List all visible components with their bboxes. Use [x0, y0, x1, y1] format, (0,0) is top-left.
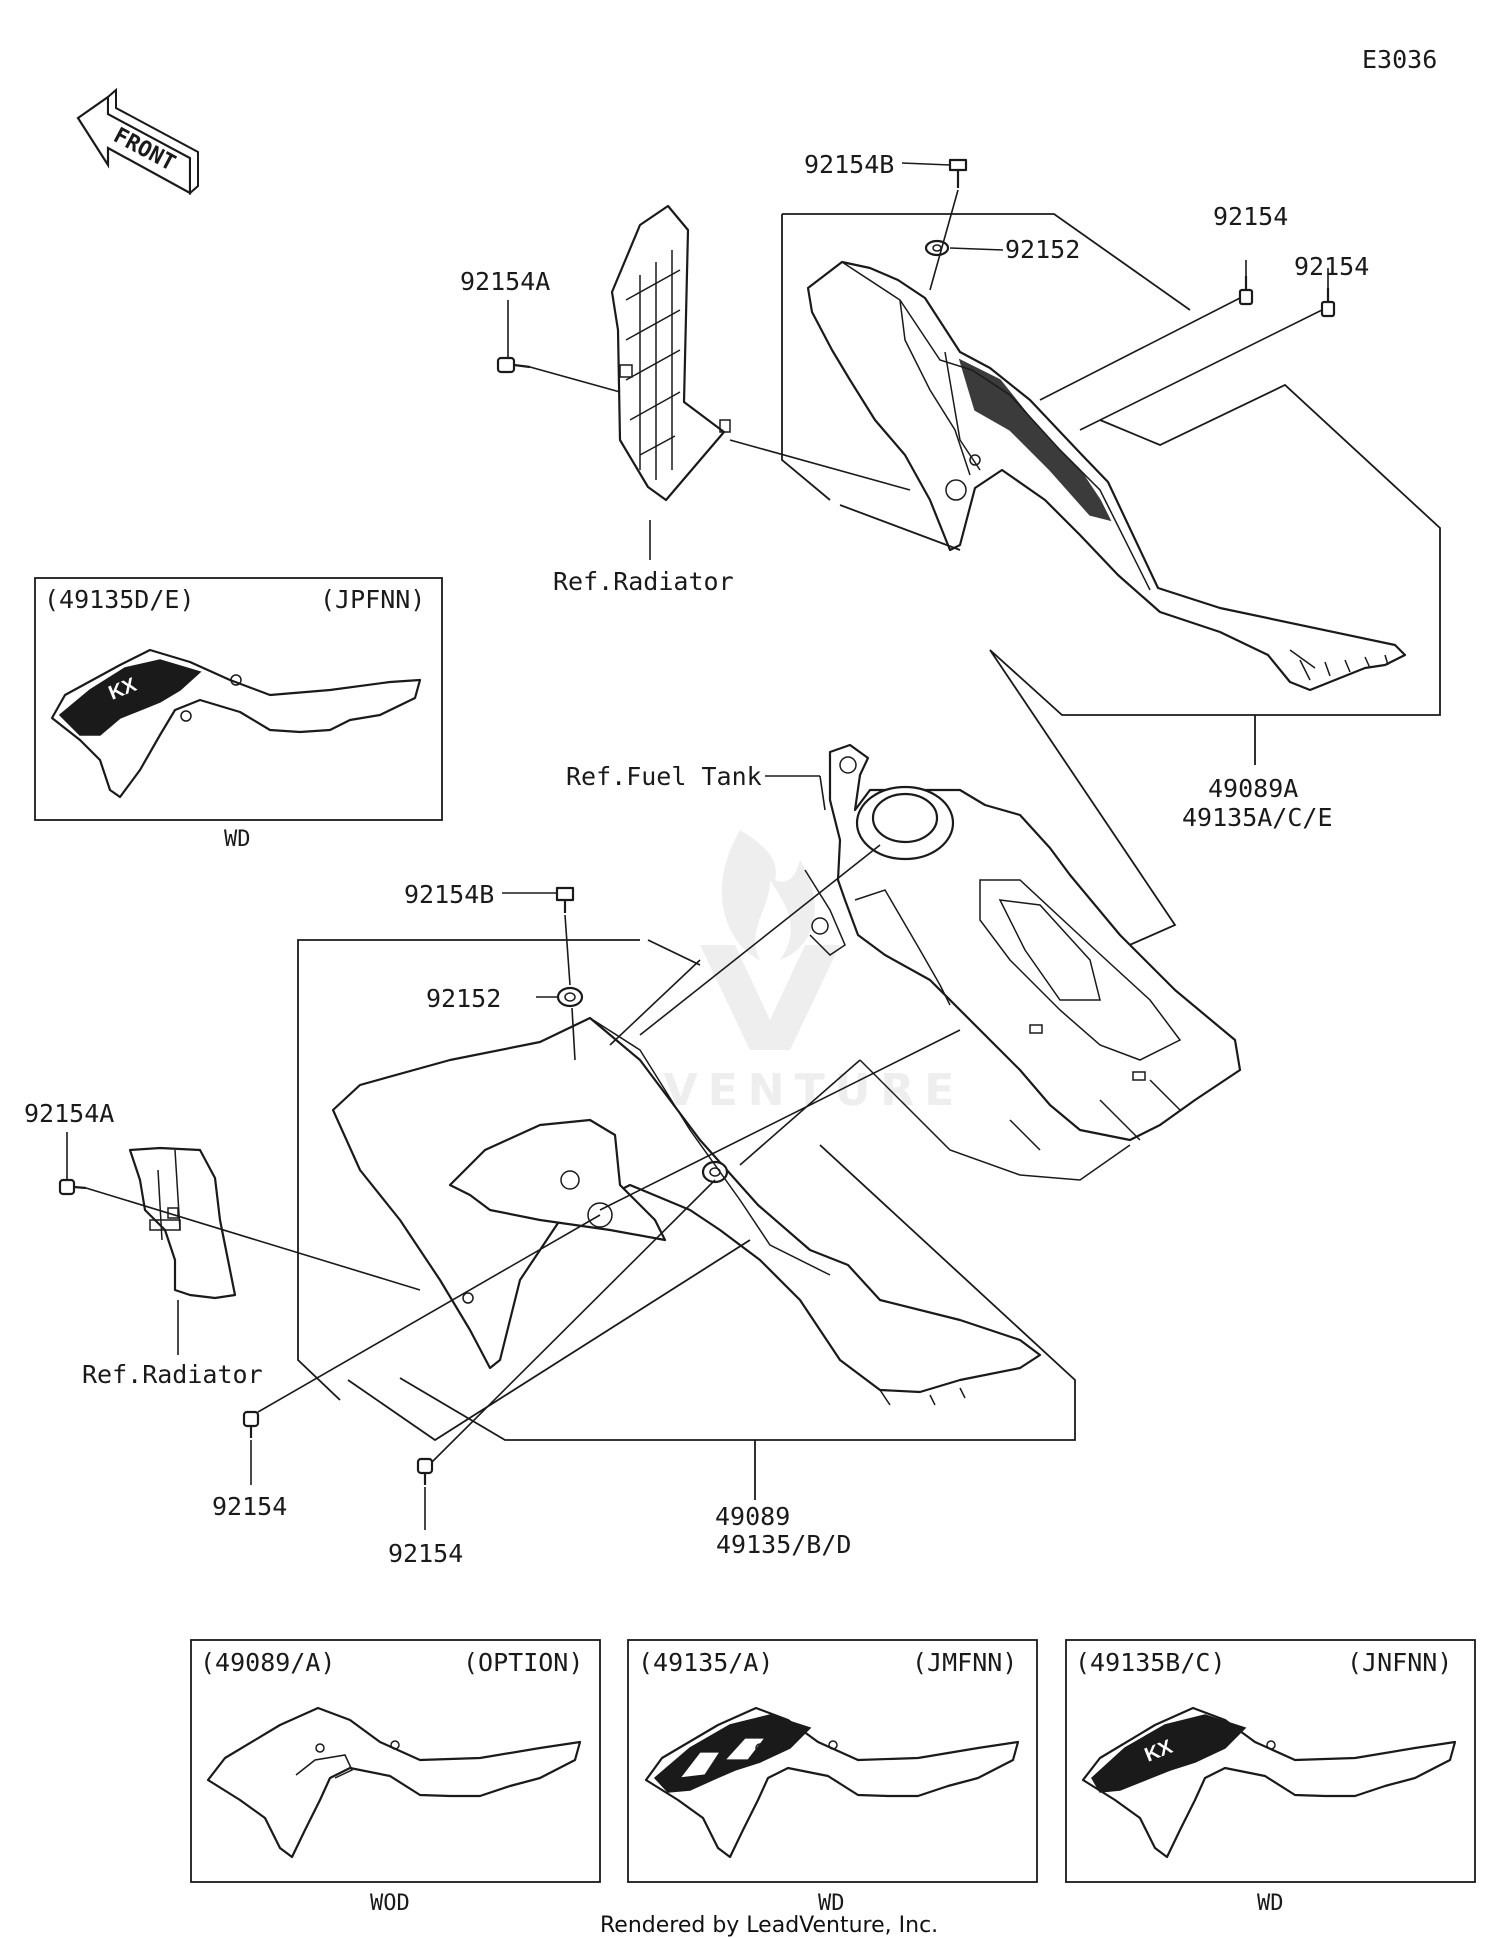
radiator-shroud-upper — [806, 260, 1407, 692]
radiator-grille-upper — [610, 204, 731, 502]
variant-box-49135bc: (49135B/C) (JNFNN) KX WD — [1065, 1639, 1476, 1916]
shroud-thumbnail-decal: KX — [1081, 1706, 1457, 1859]
variant-code: (49135D/E) — [44, 585, 195, 614]
callout-92154-low-2: 92154 — [388, 1539, 463, 1568]
front-arrow-icon: FRONT — [76, 87, 199, 196]
callout-49089: 49089 — [715, 1502, 790, 1531]
washer-92152-lower — [556, 986, 584, 1008]
washer-92152-upper — [924, 239, 950, 257]
variant-code: (49135B/C) — [1075, 1648, 1226, 1677]
callout-49089a: 49089A — [1208, 774, 1298, 803]
variant-option: (OPTION) — [463, 1648, 583, 1677]
variant-caption: WD — [818, 1891, 845, 1916]
bolt-92154a-upper — [496, 356, 531, 374]
shroud-thumbnail-decal: KX — [50, 648, 422, 799]
variant-caption: WD — [224, 827, 251, 852]
variant-box-49089a: (49089/A) (OPTION) WOD — [190, 1639, 601, 1916]
callout-ref-fuel-tank: Ref.Fuel Tank — [566, 762, 762, 791]
bolt-92154a-left — [58, 1178, 87, 1196]
bolt-92154-low-2 — [416, 1457, 434, 1485]
shroud-thumbnail-decal — [644, 1706, 1020, 1859]
bolt-92154b-lower — [555, 886, 575, 913]
callout-ref-radiator-left: Ref.Radiator — [82, 1360, 263, 1389]
variant-code: (49089/A) — [200, 1648, 335, 1677]
bolt-92154-right-2 — [1320, 288, 1336, 318]
bolt-92154-low-1 — [242, 1410, 260, 1438]
callout-92154a-top: 92154A — [460, 267, 550, 296]
callout-92154a-left: 92154A — [24, 1099, 114, 1128]
variant-box-49135a: (49135/A) (JMFNN) WD — [627, 1639, 1038, 1916]
footer-credit: Rendered by LeadVenture, Inc. — [600, 1913, 938, 1938]
callout-92154-right-2: 92154 — [1294, 252, 1369, 281]
variant-box-49135de: (49135D/E) (JPFNN) KX WD — [34, 577, 443, 852]
callout-ref-radiator-top: Ref.Radiator — [553, 567, 734, 596]
callout-92152-top: 92152 — [1005, 235, 1080, 264]
variant-option: (JPFNN) — [320, 585, 425, 614]
callout-92154-low-1: 92154 — [212, 1492, 287, 1521]
callout-92152-mid: 92152 — [426, 984, 501, 1013]
callout-49135bd: 49135/B/D — [716, 1530, 851, 1559]
variant-option: (JNFNN) — [1347, 1648, 1452, 1677]
callout-92154b-mid: 92154B — [404, 880, 494, 909]
callout-49135ace: 49135A/C/E — [1182, 803, 1333, 832]
callout-92154b-top: 92154B — [804, 150, 894, 179]
variant-caption: WD — [1257, 1891, 1284, 1916]
callout-92154-right-1: 92154 — [1213, 202, 1288, 231]
fuel-tank — [804, 743, 1242, 1181]
shroud-thumbnail-plain — [206, 1706, 582, 1859]
bolt-92154-right-1 — [1238, 276, 1254, 306]
variant-code: (49135/A) — [638, 1648, 773, 1677]
variant-option: (JMFNN) — [912, 1648, 1017, 1677]
bolt-92154b-upper — [948, 158, 968, 188]
radiator-grille-lower — [128, 1146, 237, 1300]
diagram-code: E3036 — [1362, 45, 1437, 74]
variant-caption: WOD — [370, 1891, 410, 1916]
radiator-shroud-lower — [331, 1016, 1042, 1406]
